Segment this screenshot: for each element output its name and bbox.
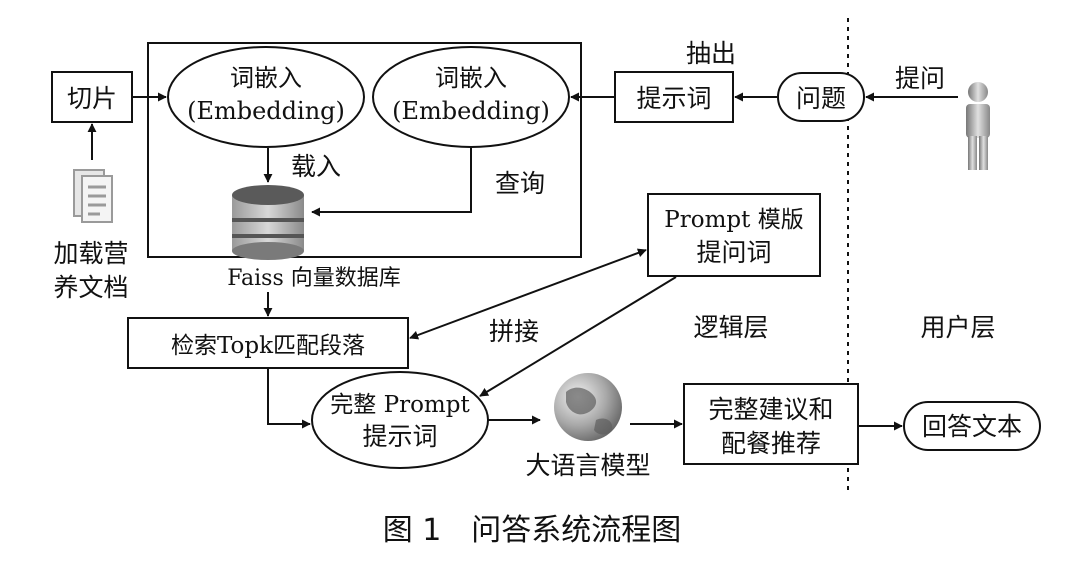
figure-caption: 图 1 问答系统流程图 — [383, 513, 682, 548]
retrieve-label: 检索Topk匹配段落 — [171, 333, 365, 359]
full-prompt-line2: 提示词 — [362, 422, 437, 451]
document-icon — [73, 169, 113, 223]
concat-label: 拼接 — [489, 317, 539, 346]
prompt-template-node: Prompt 模版 提问词 — [647, 193, 821, 277]
retrieve-node: 检索Topk匹配段落 — [127, 317, 409, 369]
advice-node: 完整建议和 配餐推荐 — [683, 383, 859, 465]
database-icon — [232, 185, 304, 260]
embedding-left-line2: (Embedding) — [187, 97, 345, 125]
load-label: 载入 — [291, 152, 341, 181]
prompt-words-label: 提示词 — [636, 84, 711, 113]
prompt-words-node: 提示词 — [614, 71, 734, 123]
full-prompt-line1: 完整 Prompt — [330, 392, 470, 418]
arrow-retrieve-template — [409, 248, 647, 340]
arrow-retrieve-to-full-prompt — [267, 368, 311, 429]
slice-label: 切片 — [67, 84, 117, 113]
embedding-left-line1: 词嵌入 — [230, 64, 302, 92]
docs-label-line1: 加载营 — [53, 239, 128, 268]
advice-line1: 完整建议和 — [708, 395, 833, 424]
embedding-container — [147, 42, 582, 258]
question-node: 问题 — [777, 72, 865, 122]
embedding-left-node: 词嵌入 (Embedding) — [167, 46, 365, 148]
extract-label: 抽出 — [686, 39, 736, 68]
person-icon — [966, 82, 990, 170]
template-line2: 提问词 — [696, 238, 771, 267]
ask-label: 提问 — [895, 64, 945, 93]
user-layer-label: 用户层 — [920, 313, 995, 342]
embedding-right-line2: (Embedding) — [392, 97, 550, 125]
template-line1: Prompt 模版 — [664, 207, 803, 233]
answer-label: 回答文本 — [922, 412, 1022, 441]
globe-icon — [554, 373, 622, 441]
arrow-query-to-db — [311, 148, 472, 217]
vector-db-label: Faiss 向量数据库 — [227, 266, 401, 291]
question-label: 问题 — [796, 84, 846, 113]
docs-label-line2: 养文档 — [53, 273, 128, 302]
advice-line2: 配餐推荐 — [721, 429, 821, 458]
full-prompt-node: 完整 Prompt 提示词 — [311, 371, 489, 469]
slice-node: 切片 — [51, 71, 133, 123]
llm-label: 大语言模型 — [525, 451, 650, 480]
query-label: 查询 — [495, 169, 545, 198]
embedding-right-node: 词嵌入 (Embedding) — [372, 46, 570, 148]
answer-node: 回答文本 — [903, 401, 1041, 451]
embedding-right-line1: 词嵌入 — [435, 64, 507, 92]
logic-layer-label: 逻辑层 — [693, 313, 768, 342]
arrow-template-to-full-prompt — [479, 276, 677, 397]
